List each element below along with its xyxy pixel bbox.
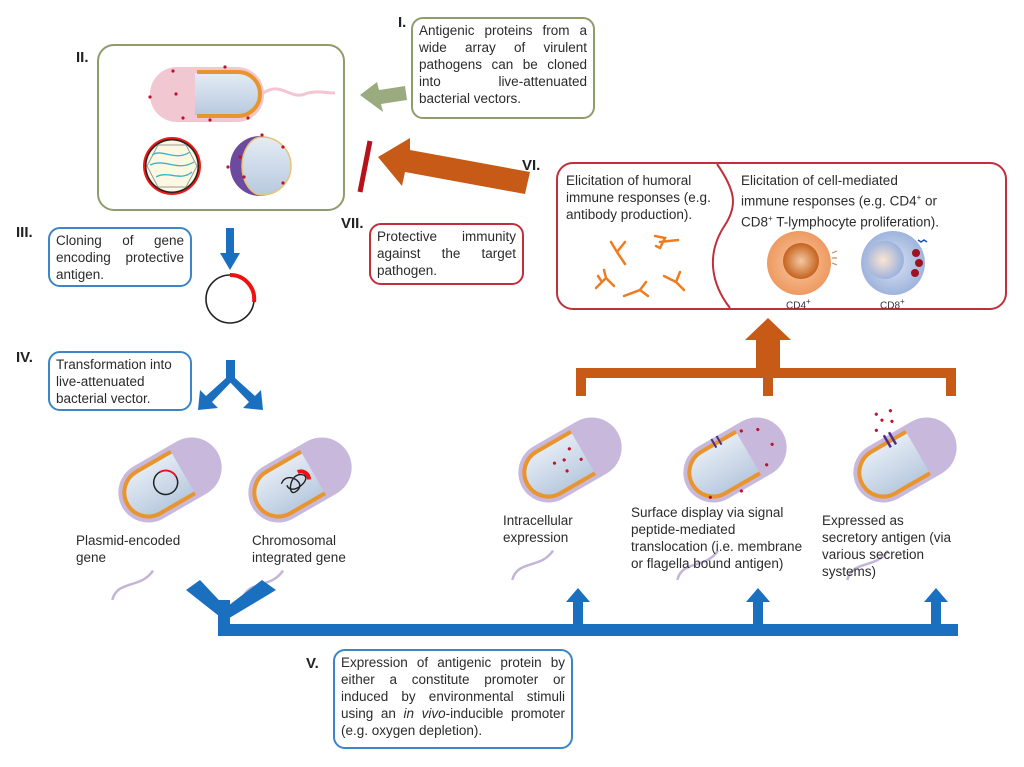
pink-bacterium-icon [148,65,336,122]
step-v-box: Expression of antigenic protein by eithe… [333,649,573,749]
sup-plus: + [768,213,773,223]
virus-icon [143,137,201,195]
surface-display-bacterium-icon [622,404,823,582]
step-numeral-vi: VI. [522,157,541,174]
chromosomal-integrated-label: Chromosomal integrated gene [252,533,346,565]
cell-mediated-or: or [921,193,938,209]
step-v-text-2: -inducible promoter (e.g. oxygen depleti… [341,706,565,738]
chromosomal-bacterium-icon [187,424,388,602]
plasmid-encoded-label: Plasmid-encoded gene [76,533,181,565]
plasmid-bacterium-icon [57,424,258,602]
step-numeral-v: V. [306,655,319,672]
green-arrow-icon [360,82,407,112]
secretory-antigen-label: Expressed as secretory antigen (via vari… [822,513,952,579]
step-v-text-1: Expression of antigenic protein by eithe… [341,655,565,721]
cell-mediated-response-text: Elicitation of cell-mediated immune resp… [741,172,1003,230]
step-v-italic: in vivo [403,706,446,721]
intracellular-bacterium-icon [457,404,658,582]
plasmid-icon [205,272,257,324]
orange-bracket-icon [576,318,956,396]
step-numeral-vii: VII. [341,215,364,232]
antibodies-icon [594,234,686,298]
intracellular-expression-label: Intracellular expression [503,513,573,545]
orange-arrow-icon [378,138,530,194]
cd8-cell-icon [861,231,928,295]
secretory-bacterium-icon [792,404,993,582]
blue-down-arrow-icon [220,228,240,270]
step-i-box: Antigenic proteins from a wide array of … [411,17,595,119]
cell-mediated-line-3: T-lymphocyte proliferation). [772,214,940,229]
cd4-label: CD4+ [786,297,811,312]
divider [711,163,734,309]
blue-split-arrow-icon [198,360,263,410]
humoral-response-text: Elicitation of humoral immune responses … [566,173,711,222]
cell-mediated-cd8: CD8 [741,214,769,229]
fungal-cell-icon [226,133,292,196]
red-block-bar-icon [357,140,373,193]
step-numeral-ii: II. [76,49,89,66]
blue-bracket-icon [186,580,958,636]
step-numeral-iii: III. [16,224,33,241]
cd8-label: CD8+ [880,297,905,312]
sup-plus: + [916,193,922,202]
cell-mediated-line-2: immune responses (e.g. CD4 [741,193,917,209]
surface-display-label: Surface display via signal peptide-media… [631,505,803,571]
cd4-cell-icon [767,231,838,295]
step-iii-box: Cloning of gene encoding protective anti… [48,227,192,287]
step-iv-box: Transformation into live-attenuated bact… [48,351,192,411]
cell-mediated-line-1: Elicitation of cell-mediated [741,173,898,188]
step-numeral-i: I. [398,14,407,31]
step-vii-box: Protective immunity against the target p… [369,223,524,285]
step-numeral-iv: IV. [16,349,33,366]
